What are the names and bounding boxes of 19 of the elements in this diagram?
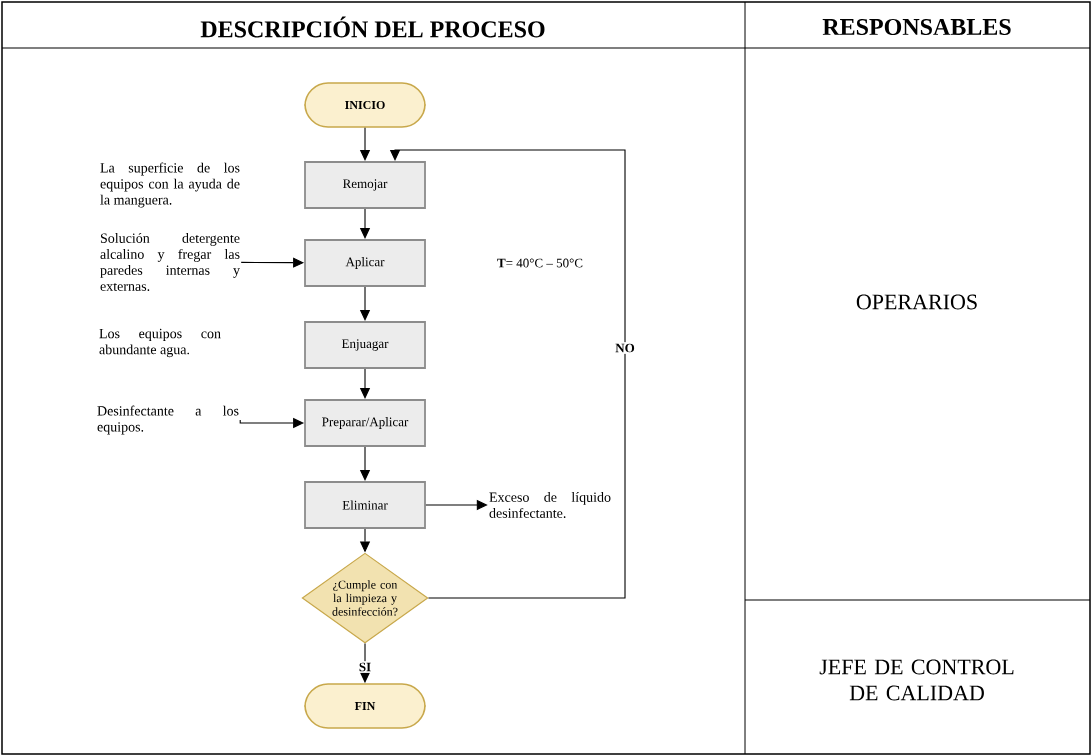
output-text: Exceso de líquido desinfectante.	[489, 492, 611, 518]
process-box: Enjuagar	[304, 321, 426, 369]
input-text: Desinfectante a los equipos.	[97, 405, 239, 435]
process-box: Aplicar	[304, 239, 426, 287]
terminal-box: FIN	[304, 683, 426, 729]
column-header: DESCRIPCIÓN DEL PROCESO	[200, 16, 545, 38]
temperature-note: T= 40°C – 50°C	[497, 258, 583, 268]
process-box: Remojar	[304, 161, 426, 209]
step-note: Los equipos con abundante agua.	[99, 328, 221, 358]
step-note: La superficie de los equipos con la ayuda de la manguera.	[100, 162, 240, 208]
process-box: Eliminar	[304, 481, 426, 529]
role-label: JEFE DE CONTROL DE CALIDAD	[819, 659, 1014, 701]
terminal-box: INICIO	[304, 82, 426, 128]
column-header: RESPONSABLES	[822, 18, 1011, 36]
edge-label: SI	[357, 661, 373, 673]
process-box: Preparar/Aplicar	[304, 399, 426, 447]
role-label: OPERARIOS	[856, 294, 977, 310]
input-text: Solución detergente alcalino y fregar las paredes internas y externas.	[100, 233, 240, 291]
edge-label: NO	[613, 342, 637, 354]
